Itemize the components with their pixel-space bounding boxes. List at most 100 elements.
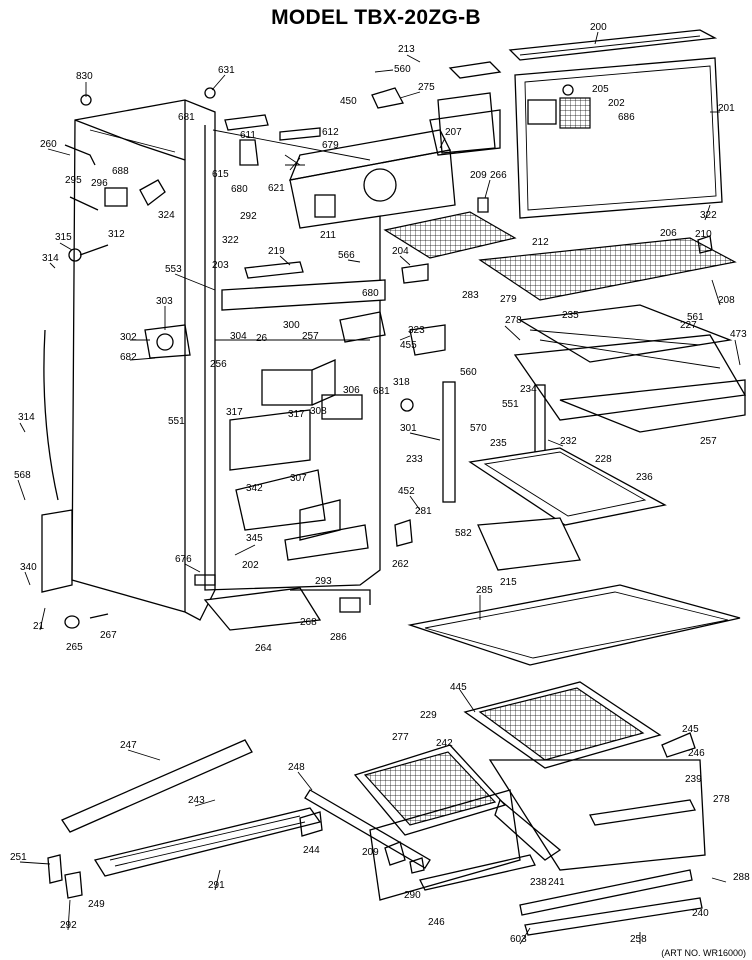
callout: 205 xyxy=(592,84,609,95)
callout: 317 xyxy=(288,409,305,420)
callout: 227 xyxy=(680,320,697,331)
callout: 295 xyxy=(65,175,82,186)
callout: 290 xyxy=(404,890,421,901)
callout: 219 xyxy=(268,246,285,257)
callout: 688 xyxy=(112,166,129,177)
callout: 266 xyxy=(490,170,507,181)
callout: 324 xyxy=(158,210,175,221)
callout: 285 xyxy=(476,585,493,596)
callout: 283 xyxy=(462,290,479,301)
callout: 256 xyxy=(210,359,227,370)
callout: 26 xyxy=(256,333,268,344)
callout: 307 xyxy=(290,473,307,484)
callout: 553 xyxy=(165,264,182,275)
callout: 293 xyxy=(315,576,332,587)
callout: 278 xyxy=(505,315,522,326)
callout: 445 xyxy=(450,682,467,693)
callout: 268 xyxy=(300,617,317,628)
fresh-food-shelves xyxy=(407,381,741,666)
callout: 317 xyxy=(226,407,243,418)
callout: 207 xyxy=(445,127,462,138)
callout: 245 xyxy=(682,724,699,735)
callout: 603 xyxy=(510,934,527,945)
callout: 265 xyxy=(66,642,83,653)
callout: 260 xyxy=(40,139,57,150)
callout: 209 xyxy=(362,847,379,858)
callout: 568 xyxy=(14,470,31,481)
callout: 277 xyxy=(392,732,409,743)
callout: 238 xyxy=(530,877,547,888)
callout: 232 xyxy=(560,436,577,447)
callout: 473 xyxy=(730,329,747,340)
callout: 322 xyxy=(700,210,717,221)
callout: 303 xyxy=(156,296,173,307)
callout: 209 xyxy=(470,170,487,181)
callout: 236 xyxy=(636,472,653,483)
callout: 210 xyxy=(695,229,712,240)
art-number: (ART NO. WR16000) xyxy=(661,948,746,958)
callout: 302 xyxy=(120,332,137,343)
callout: 201 xyxy=(718,103,735,114)
callout: 322 xyxy=(222,235,239,246)
callout: 239 xyxy=(685,774,702,785)
callout: 200 xyxy=(590,22,607,33)
callout: 323 xyxy=(408,325,425,336)
callout: 235 xyxy=(562,310,579,321)
callout: 233 xyxy=(406,454,423,465)
callout: 211 xyxy=(320,230,336,241)
callout: 229 xyxy=(420,710,437,721)
callout: 251 xyxy=(10,852,27,863)
callout: 679 xyxy=(322,140,339,151)
callout: 566 xyxy=(338,250,355,261)
callout: 240 xyxy=(692,908,709,919)
callout: 682 xyxy=(120,352,137,363)
leader-lines xyxy=(17,31,741,945)
callout: 215 xyxy=(500,577,517,588)
callout: 286 xyxy=(330,632,347,643)
callout: 612 xyxy=(322,127,339,138)
callout: 301 xyxy=(400,423,417,434)
callout: 248 xyxy=(288,762,305,773)
callout: 243 xyxy=(188,795,205,806)
callout: 249 xyxy=(88,899,105,910)
callout: 560 xyxy=(460,367,477,378)
callout: 257 xyxy=(700,436,717,447)
callout: 244 xyxy=(303,845,320,856)
callout: 340 xyxy=(20,562,37,573)
callout: 582 xyxy=(455,528,472,539)
callout: 213 xyxy=(398,44,415,55)
callout: 262 xyxy=(392,559,409,570)
callout: 264 xyxy=(255,643,272,654)
callout: 318 xyxy=(393,377,410,388)
callout: 241 xyxy=(548,877,565,888)
callout: 246 xyxy=(428,917,445,928)
callout: 204 xyxy=(392,246,409,257)
control-and-duct xyxy=(144,261,386,561)
callout: 279 xyxy=(500,294,517,305)
callout: 292 xyxy=(240,211,257,222)
callout: 278 xyxy=(713,794,730,805)
crisper-assembly xyxy=(353,681,706,901)
callout-labels: 200 213 560 631 830 275 205 202 201 450 … xyxy=(10,22,750,945)
callout: 21 xyxy=(33,621,45,632)
callout: 680 xyxy=(362,288,379,299)
small-parts xyxy=(43,87,713,874)
callout: 304 xyxy=(230,331,247,342)
diagram-title: MODEL TBX-20ZG-B xyxy=(271,6,481,29)
callout: 281 xyxy=(415,506,432,517)
callout: 202 xyxy=(608,98,625,109)
callout: 342 xyxy=(246,483,263,494)
callout: 611 xyxy=(240,130,256,141)
callout: 455 xyxy=(400,340,417,351)
callout: 570 xyxy=(470,423,487,434)
callout: 246 xyxy=(688,748,705,759)
callout: 621 xyxy=(268,183,285,194)
refrigerator-cabinet xyxy=(41,99,381,621)
callout: 258 xyxy=(630,934,647,945)
callout: 314 xyxy=(42,253,59,264)
callout: 676 xyxy=(175,554,192,565)
callout: 300 xyxy=(283,320,300,331)
callout: 452 xyxy=(398,486,415,497)
